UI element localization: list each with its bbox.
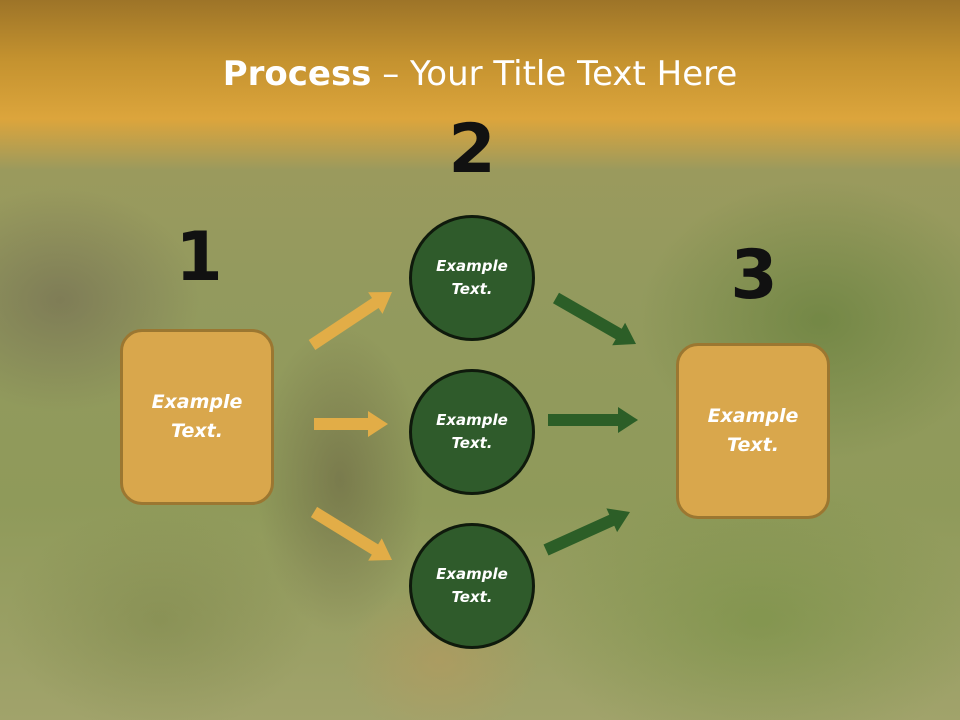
step-2-text-bottom: Example Text. xyxy=(436,565,508,606)
slide-title: Process – Your Title Text Here xyxy=(0,52,960,96)
step-1-box: Example Text. xyxy=(120,329,274,505)
arrow-2-middle-to-3 xyxy=(548,407,638,433)
step-1-text: Example Text. xyxy=(151,391,243,442)
step-3-box: Example Text. xyxy=(676,343,830,519)
step-number-1: 1 xyxy=(175,218,223,297)
step-2-circle-bottom: Example Text. xyxy=(409,523,535,649)
title-band xyxy=(0,0,960,170)
arrow-1-to-2-top xyxy=(308,292,392,350)
arrow-1-to-2-middle xyxy=(314,411,388,437)
step-2-circle-top: Example Text. xyxy=(409,215,535,341)
title-bold: Process xyxy=(222,54,372,94)
arrow-2-bottom-to-3 xyxy=(543,508,630,556)
step-2-text-top: Example Text. xyxy=(436,257,508,298)
step-number-2: 2 xyxy=(448,110,496,189)
arrow-1-to-2-bottom xyxy=(310,506,392,561)
arrow-2-top-to-3 xyxy=(553,292,636,346)
step-number-3: 3 xyxy=(730,236,778,315)
step-3-text: Example Text. xyxy=(707,405,799,456)
title-rest: – Your Title Text Here xyxy=(371,54,738,94)
step-2-circle-middle: Example Text. xyxy=(409,369,535,495)
step-2-text-middle: Example Text. xyxy=(436,411,508,452)
